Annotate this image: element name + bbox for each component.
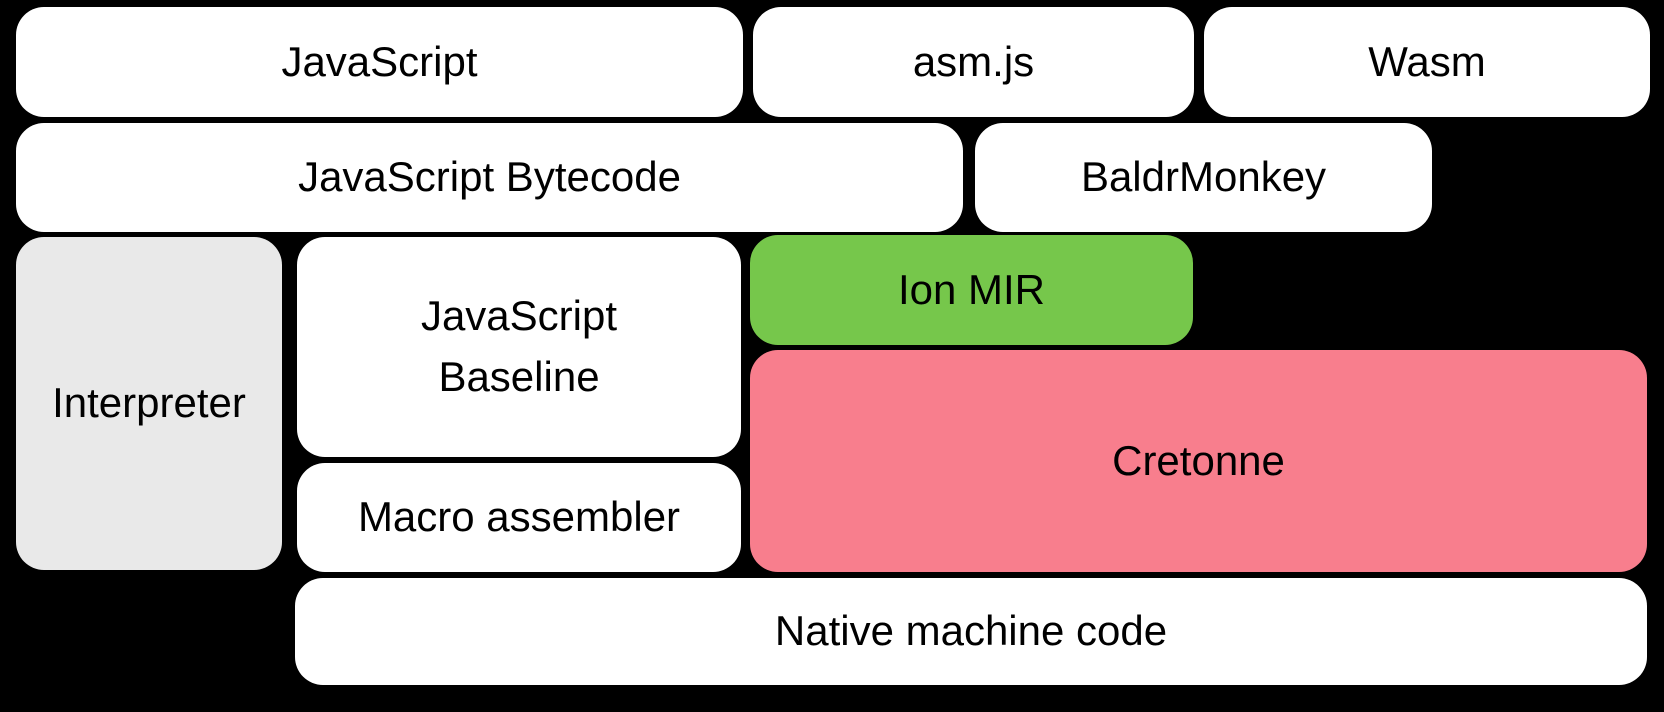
box-macro-assembler: Macro assembler: [297, 463, 741, 572]
box-cretonne: Cretonne: [750, 350, 1647, 572]
box-wasm: Wasm: [1204, 7, 1650, 117]
box-asm-js: asm.js: [753, 7, 1194, 117]
box-native-machine-code-label: Native machine code: [774, 607, 1168, 655]
box-cretonne-label: Cretonne: [1112, 436, 1285, 484]
box-javascript-bytecode: JavaScript Bytecode: [16, 123, 963, 232]
box-ion-mir: Ion MIR: [750, 235, 1193, 345]
box-ion-mir-label: Ion MIR: [897, 265, 1046, 313]
box-macro-assembler-label: Macro assembler: [357, 493, 681, 541]
box-javascript: JavaScript: [16, 7, 743, 117]
box-wasm-label: Wasm: [1368, 37, 1486, 85]
box-asm-js-label: asm.js: [912, 37, 1035, 85]
box-interpreter: Interpreter: [16, 237, 282, 570]
box-interpreter-label: Interpreter: [52, 379, 246, 427]
box-javascript-label: JavaScript: [281, 37, 478, 85]
box-javascript-bytecode-label: JavaScript Bytecode: [298, 153, 681, 201]
box-baldrmonkey: BaldrMonkey: [975, 123, 1432, 232]
box-javascript-baseline: JavaScript Baseline: [297, 237, 741, 457]
box-baldrmonkey-label: BaldrMonkey: [1080, 153, 1327, 201]
box-native-machine-code: Native machine code: [295, 578, 1647, 685]
box-javascript-baseline-label: JavaScript Baseline: [420, 292, 618, 400]
